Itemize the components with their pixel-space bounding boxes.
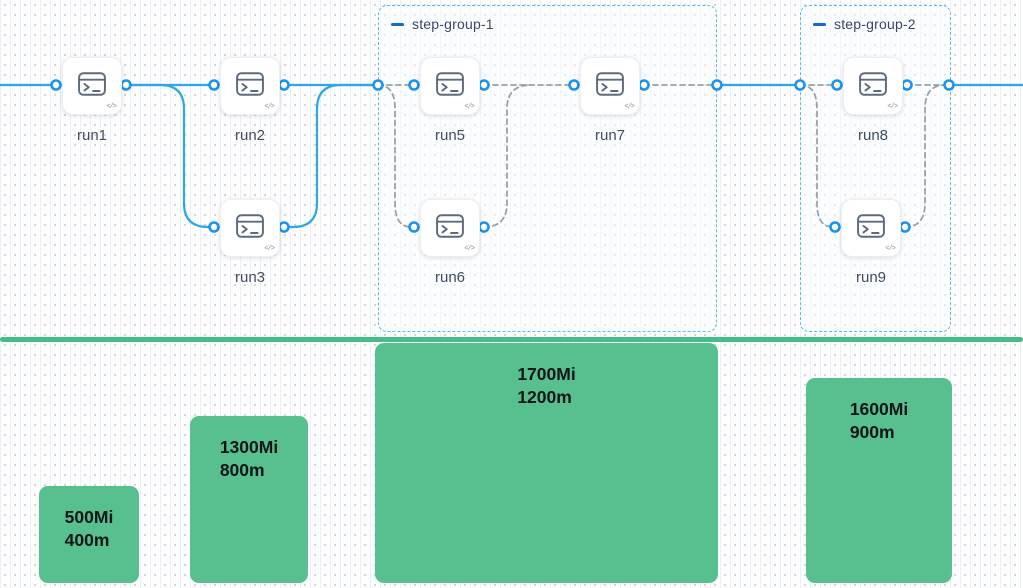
connection-port[interactable]	[568, 79, 580, 91]
group-label: step-group-2	[834, 16, 916, 32]
collapse-icon[interactable]	[391, 22, 404, 26]
collapse-icon[interactable]	[813, 22, 826, 26]
connection-port[interactable]	[208, 221, 220, 233]
code-badge-icon: </>	[464, 103, 475, 111]
node-run8[interactable]: </> run8	[843, 57, 903, 144]
code-badge-icon: </>	[624, 103, 635, 111]
node-label: run3	[234, 269, 266, 286]
terminal-icon	[236, 214, 264, 238]
connection-port[interactable]	[829, 221, 841, 233]
step-group-2-header: step-group-2	[813, 16, 916, 32]
node-label: run7	[594, 127, 626, 144]
node-label: run8	[857, 127, 889, 144]
terminal-icon	[596, 72, 624, 96]
terminal-icon	[859, 72, 887, 96]
node-run7[interactable]: </> run7	[580, 57, 640, 144]
code-badge-icon: </>	[106, 103, 117, 111]
edge-run1-run3[interactable]	[124, 83, 216, 229]
connection-port[interactable]	[278, 221, 290, 233]
terminal-icon	[78, 72, 106, 96]
bar-cpu-value: 900m	[849, 422, 895, 443]
bar-cpu-value: 1200m	[517, 387, 572, 408]
code-badge-icon: </>	[264, 245, 275, 253]
edge-run3-group1[interactable]	[282, 83, 380, 229]
terminal-icon	[436, 214, 464, 238]
connection-port[interactable]	[794, 79, 806, 91]
node-run1[interactable]: </> run1	[62, 57, 122, 144]
bar-cpu-value: 800m	[219, 460, 265, 481]
terminal-icon	[236, 72, 264, 96]
node-label: run6	[434, 269, 466, 286]
connection-port[interactable]	[711, 79, 723, 91]
node-run6[interactable]: </> run6	[420, 199, 480, 286]
node-label: run2	[234, 127, 266, 144]
connection-port[interactable]	[120, 79, 132, 91]
group-label: step-group-1	[412, 16, 494, 32]
connection-port[interactable]	[831, 79, 843, 91]
node-run2[interactable]: </> run2	[220, 57, 280, 144]
connection-port[interactable]	[278, 79, 290, 91]
connection-port[interactable]	[478, 221, 490, 233]
node-run9[interactable]: </> run9	[841, 199, 901, 286]
bar-cpu-value: 400m	[64, 530, 110, 551]
connection-port[interactable]	[372, 79, 384, 91]
node-label: run5	[434, 127, 466, 144]
code-badge-icon: </>	[464, 245, 475, 253]
resource-bar: 1700Mi 1200m	[375, 343, 718, 583]
code-badge-icon: </>	[887, 103, 898, 111]
resource-bar: 1300Mi 800m	[190, 416, 308, 583]
connection-port[interactable]	[408, 221, 420, 233]
bar-memory-value: 1300Mi	[219, 437, 279, 457]
connection-port[interactable]	[901, 79, 913, 91]
node-run3[interactable]: </> run3	[220, 199, 280, 286]
edge-run9-group2out[interactable]	[904, 84, 950, 228]
connection-port[interactable]	[408, 79, 420, 91]
node-run5[interactable]: </> run5	[420, 57, 480, 144]
node-label: run9	[855, 269, 887, 286]
connection-port[interactable]	[50, 79, 62, 91]
bar-memory-value: 1600Mi	[849, 399, 909, 419]
terminal-icon	[436, 72, 464, 96]
resource-bar: 500Mi 400m	[39, 486, 139, 583]
step-group-1-header: step-group-1	[391, 16, 494, 32]
connection-port[interactable]	[478, 79, 490, 91]
resource-bar: 1600Mi 900m	[806, 378, 952, 583]
code-badge-icon: </>	[264, 103, 275, 111]
edge-run6-run7[interactable]	[483, 84, 532, 228]
node-label: run1	[76, 127, 108, 144]
connection-port[interactable]	[638, 79, 650, 91]
bar-memory-value: 500Mi	[64, 507, 114, 527]
connection-port[interactable]	[899, 221, 911, 233]
edge-group2in-run9[interactable]	[799, 84, 836, 228]
edge-group1in-run6[interactable]	[377, 84, 415, 228]
resource-separator-line	[0, 336, 1023, 342]
terminal-icon	[857, 214, 885, 238]
bar-memory-value: 1700Mi	[517, 364, 576, 384]
code-badge-icon: </>	[885, 245, 896, 253]
connection-port[interactable]	[208, 79, 220, 91]
connection-port[interactable]	[943, 79, 955, 91]
step-group-2-container[interactable]: step-group-2	[800, 5, 951, 332]
